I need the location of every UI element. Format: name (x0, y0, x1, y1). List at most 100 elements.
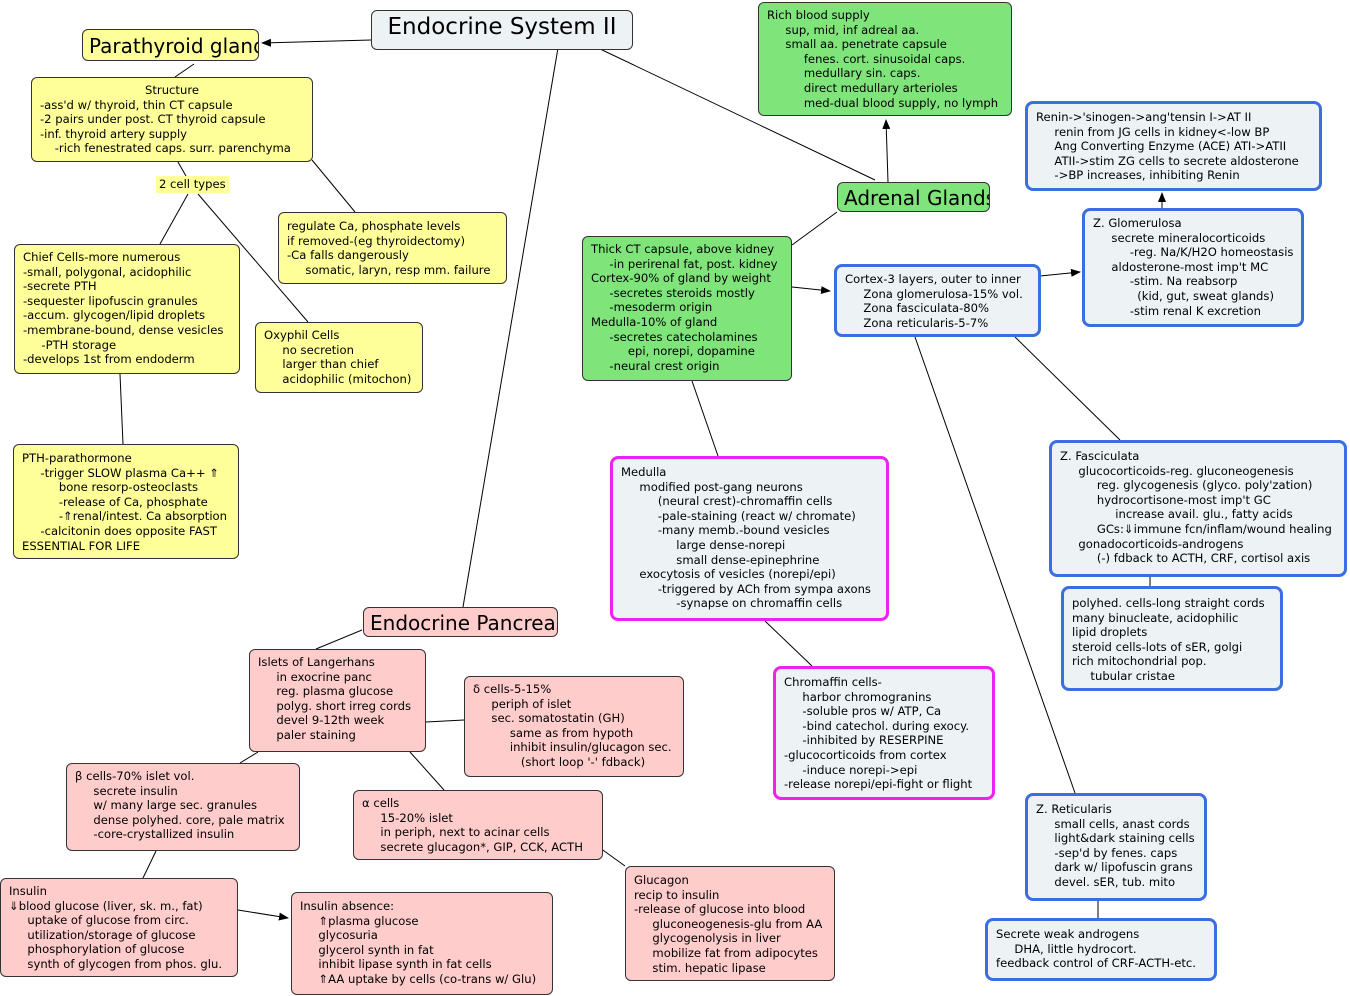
text-line: -inhibited by RESERPINE (784, 733, 944, 748)
text-line: -stim renal K excretion (1093, 303, 1261, 318)
text-line: -release of glucose into blood (634, 902, 806, 917)
link-structure-celltypes (177, 161, 187, 177)
text-line: Structure (145, 83, 199, 97)
link-capsule-medulla (691, 380, 719, 457)
text-line: ⇑plasma glucose (300, 913, 419, 928)
link-title-parathyroid (261, 38, 372, 47)
capsule-node: Thick CT capsule, above kidney -in perir… (582, 236, 792, 381)
link-chief-pth (119, 373, 124, 445)
text-line: (short loop '-' fdback) (473, 754, 646, 769)
text-line: utilization/storage of glucose (9, 927, 196, 942)
text-line: ⇓blood glucose (liver, sk. m., fat) (9, 898, 203, 913)
text-line: reg. glycogenesis (glyco. poly'zation) (1060, 478, 1313, 493)
link-medulla-chromaffin (764, 620, 813, 667)
text-line: same as from hypoth (473, 725, 634, 740)
text-line: Z. Reticularis (1036, 802, 1112, 816)
text-line: ->BP increases, inhibiting Renin (1036, 168, 1240, 183)
text-line: Z. Glomerulosa (1093, 216, 1182, 230)
text-line: Z. Fasciculata (1060, 449, 1140, 463)
text-line: reg. plasma glucose (258, 684, 394, 699)
link-insulin-absence (237, 909, 289, 921)
text-line: lipid droplets (1072, 625, 1148, 640)
text-line: -ass'd w/ thyroid, thin CT capsule (40, 97, 233, 112)
polyhed-cells-node: polyhed. cells-long straight cords many … (1061, 586, 1283, 691)
text-line: -mesoderm origin (591, 300, 713, 315)
text-line: modified post-gang neurons (621, 479, 803, 494)
text-line: Glucagon (634, 873, 689, 887)
blood-supply-node: Rich blood supply sup, mid, inf adreal a… (758, 2, 1012, 116)
text-line: large dense-norepi (621, 537, 786, 552)
text-line: -secretes catecholamines (591, 329, 758, 344)
text-line: β cells-70% islet vol. (75, 769, 195, 783)
text-line: increase avail. glu., fatty acids (1060, 507, 1293, 522)
main-title: Endocrine System II (387, 14, 617, 40)
link-structure-regulate (311, 159, 356, 213)
text-line: (neural crest)-chromaffin cells (621, 494, 833, 509)
text-line: epi, norepi, dopamine (591, 344, 755, 359)
text-line: Islets of Langerhans (258, 655, 375, 669)
parathyroid-structure-node: Structure -ass'd w/ thyroid, thin CT cap… (31, 77, 313, 162)
text-line: (-) fdback to ACTH, CRF, cortisol axis (1060, 551, 1311, 566)
text-line: -rich fenestrated caps. surr. parenchyma (40, 141, 291, 156)
text-line: dark w/ lipofuscin grans (1036, 860, 1193, 875)
link-celltypes-oxyphil (197, 193, 309, 323)
regulate-node: regulate Ca, phosphate levels if removed… (278, 212, 507, 284)
oxyphil-cells-node: Oxyphil Cells no secretion larger than c… (255, 322, 423, 393)
text-line: -bind catechol. during exocy. (784, 718, 970, 733)
text-line: secrete glucagon*, GIP, CCK, ACTH (362, 839, 583, 854)
text-line: if removed-(eg thyroidectomy) (287, 233, 466, 248)
text-line: aldosterone-most imp't MC (1093, 259, 1269, 274)
text-line: -glucocorticoids from cortex (784, 747, 947, 762)
text-line: gonadocorticoids-androgens (1060, 536, 1244, 551)
text-line: DHA, little hydrocort. (996, 941, 1137, 956)
link-islets-alpha (409, 751, 445, 791)
text-line: -small, polygonal, acidophilic (23, 264, 192, 279)
text-line: -calcitonin does opposite FAST (22, 523, 217, 538)
link-beta-insulin (142, 850, 157, 879)
text-line: PTH-parathormone (22, 451, 132, 465)
text-line: -release of Ca, phosphate (22, 494, 208, 509)
text-line: fenes. cort. sinusoidal caps. (767, 51, 966, 66)
text-line: -core-crystallized insulin (75, 827, 235, 842)
text-line: -induce norepi->epi (784, 762, 918, 777)
text-line: acidophilic (mitochon) (264, 371, 412, 386)
text-line: regulate Ca, phosphate levels (287, 219, 461, 233)
text-line: Zona reticularis-5-7% (845, 315, 989, 330)
text-line: -trigger SLOW plasma Ca++ ⇑ (22, 465, 219, 480)
text-line: recip to insulin (634, 887, 720, 902)
text-line: in periph, next to acinar cells (362, 825, 550, 840)
text-line: devel. sER, tub. mito (1036, 874, 1176, 889)
text-line: -PTH storage (23, 337, 117, 352)
text-line: tubular cristae (1072, 668, 1175, 683)
link-pancreas-islets (315, 629, 363, 650)
parathyroid-title: Parathyroid gland (89, 34, 259, 58)
text-line: light&dark staining cells (1036, 831, 1195, 846)
pancreas-title: Endocrine Pancreas (370, 611, 558, 635)
text-line: hydrocortisone-most imp't GC (1060, 492, 1271, 507)
text-line: Thick CT capsule, above kidney (591, 242, 775, 256)
link-title-adrenal (597, 47, 876, 181)
text-line: glycerol synth in fat (300, 942, 434, 957)
text-line: inhibit insulin/glucagon sec. (473, 740, 672, 755)
text-line: stim. hepatic lipase (634, 960, 766, 975)
text-line: Secrete weak androgens (996, 927, 1140, 941)
cell-types-label: 2 cell types (156, 176, 229, 193)
text-line: periph of islet (473, 696, 572, 711)
text-line: Ang Converting Enzyme (ACE) ATI->ATII (1036, 139, 1287, 154)
pancreas-title-node: Endocrine Pancreas (363, 607, 558, 637)
pth-node: PTH-parathormone -trigger SLOW plasma Ca… (13, 444, 239, 559)
fasciculata-node: Z. Fasciculata glucocorticoids-reg. gluc… (1049, 440, 1347, 577)
text-line: glycogenolysis in liver (634, 931, 781, 946)
text-line: Medulla (621, 465, 667, 479)
text-line: devel 9-12th week (258, 713, 385, 728)
main-title-node: Endocrine System II (371, 10, 633, 50)
link-cortex-glomerulosa (1039, 268, 1081, 277)
text-line: -sep'd by fenes. caps (1036, 845, 1178, 860)
text-line: -in perirenal fat, post. kidney (591, 256, 778, 271)
chief-cells-node: Chief Cells-more numerous -small, polygo… (14, 244, 240, 374)
text-line: -sequester lipofuscin granules (23, 293, 198, 308)
alpha-cells-node: α cells 15-20% islet in periph, next to … (353, 790, 603, 860)
text-line: Cortex-3 layers, outer to inner (845, 272, 1021, 286)
text-line: sup, mid, inf adreal aa. (767, 22, 920, 37)
